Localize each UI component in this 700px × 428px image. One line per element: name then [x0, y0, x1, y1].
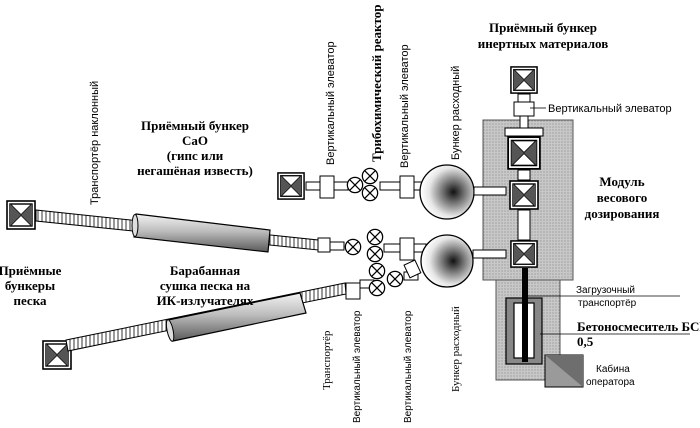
label-drum-3: ИК-излучателях — [157, 293, 254, 308]
label-transporter-inclined: Транспортёр наклонный — [89, 81, 101, 205]
label-priem-cao-1: Приёмный бункер — [141, 118, 249, 133]
weighing-boxes — [504, 127, 544, 268]
label-elevator-v1: Вертикальный элеватор — [325, 41, 337, 165]
label-mixer-1: Бетоносмеситель БСМ- — [577, 319, 700, 334]
label-cabin-2: оператора — [586, 377, 635, 388]
label-module-2: весового — [597, 190, 647, 205]
label-drum-1: Барабанная — [170, 263, 240, 278]
label-mixer-2: 0,5 — [577, 334, 594, 349]
label-elevator-v3: Вертикальный элеватор — [352, 310, 363, 423]
label-elevator-top-right: Вертикальный элеватор — [548, 103, 672, 115]
label-priem-inert-1: Приёмный бункер — [489, 20, 597, 35]
leader-lines — [527, 107, 690, 335]
cao-line — [277, 164, 507, 220]
label-drum-2: сушка песка на — [160, 278, 251, 293]
label-priem-cao-4: негашёная известь) — [137, 163, 253, 178]
label-tribo-reactor: Трибохимический реактор — [369, 5, 384, 162]
label-priem-sand-1: Приёмные — [0, 263, 62, 278]
label-priem-cao-2: CaO — [182, 133, 208, 148]
label-priem-sand-2: бункеры — [5, 278, 55, 293]
concrete-mixer — [505, 268, 543, 365]
label-transporter: Транспортёр — [321, 330, 333, 390]
labels: Приёмный бункер инертных материалов Верт… — [0, 5, 700, 423]
inert-materials-bunker — [510, 66, 538, 129]
label-elevator-v4: Вертикальный элеватор — [403, 310, 414, 423]
lower-sand-line — [42, 259, 422, 370]
label-module-1: Модуль — [599, 174, 644, 189]
label-bunker-top: Бункер расходный — [450, 66, 462, 160]
label-loading-1: Загрузочный — [576, 285, 635, 296]
label-priem-cao-3: (гипс или — [167, 148, 224, 163]
label-elevator-v2: Вертикальный элеватор — [399, 44, 411, 168]
label-priem-inert-2: инертных материалов — [478, 36, 609, 51]
label-cabin-1: Кабина — [596, 363, 630, 375]
label-bunker-bottom: Бункер расходный — [450, 306, 462, 392]
operator-cabin — [544, 354, 584, 388]
label-priem-sand-3: песка — [14, 293, 47, 308]
label-loading-2: транспортёр — [578, 298, 637, 309]
upper-sand-line — [6, 200, 507, 288]
label-module-3: дозирования — [585, 206, 660, 221]
